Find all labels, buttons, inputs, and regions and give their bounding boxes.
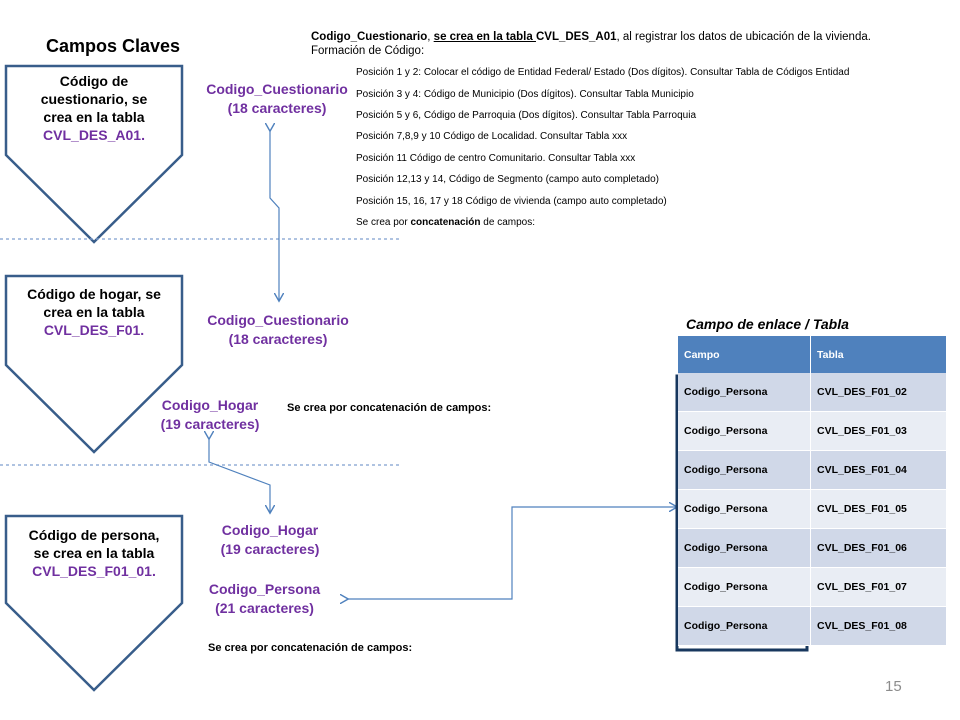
position-line: Posición 11 Código de centro Comunitario… <box>356 153 636 164</box>
cell-tabla: CVL_DES_F01_06 <box>810 528 946 568</box>
field-size: (18 caracteres) <box>228 331 328 347</box>
desc-sep: , <box>427 31 434 43</box>
table-header-row: Campo Tabla <box>678 336 946 373</box>
cell-tabla: CVL_DES_F01_08 <box>810 606 946 646</box>
connector-persona <box>347 507 676 599</box>
field-name: Codigo_Cuestionario <box>206 81 348 97</box>
cuestionario-description: Codigo_Cuestionario, se crea en la tabla… <box>311 30 911 58</box>
concat-note-persona: Se crea por concatenación de campos: <box>208 642 413 654</box>
concat-bold: concatenación <box>410 217 481 228</box>
cell-campo: Codigo_Persona <box>678 450 811 490</box>
desc-field: Codigo_Cuestionario <box>311 31 428 43</box>
field-size: (19 caracteres) <box>160 416 260 432</box>
column-header-campo: Campo <box>678 336 811 373</box>
position-line: Posición 15, 16, 17 y 18 Código de vivie… <box>356 196 667 207</box>
field-cuestionario-top: Codigo_Cuestionario (18 caracteres) <box>182 80 372 118</box>
shape-cuestionario <box>4 64 184 244</box>
cell-campo: Codigo_Persona <box>678 567 811 607</box>
desc-table: CVL_DES_A01 <box>535 31 617 43</box>
column-header-tabla: Tabla <box>810 336 946 373</box>
shape-line: se crea en la tabla <box>33 545 155 561</box>
field-name: Codigo_Persona <box>208 581 321 597</box>
concat-suffix: de campos: <box>480 217 535 228</box>
link-table-title: Campo de enlace / Tabla <box>686 316 849 332</box>
shape-table-name: CVL_DES_F01. <box>43 322 145 338</box>
shape-persona-label: Código de persona, se crea en la tabla C… <box>10 526 178 580</box>
table-row: Codigo_Persona CVL_DES_F01_05 <box>678 489 946 529</box>
cell-campo: Codigo_Persona <box>678 528 811 568</box>
table-row: Codigo_Persona CVL_DES_F01_04 <box>678 450 946 490</box>
concat-prefix: Se crea por <box>356 217 411 228</box>
field-name: Codigo_Hogar <box>221 522 319 538</box>
position-line: Posición 7,8,9 y 10 Código de Localidad.… <box>356 131 628 142</box>
cell-tabla: CVL_DES_F01_04 <box>810 450 946 490</box>
table-row: Codigo_Persona CVL_DES_F01_08 <box>678 606 946 646</box>
cell-tabla: CVL_DES_F01_03 <box>810 411 946 451</box>
position-line: Posición 5 y 6, Código de Parroquia (Dos… <box>356 110 696 121</box>
field-name: Codigo_Hogar <box>161 397 259 413</box>
field-size: (18 caracteres) <box>227 100 327 116</box>
table-row: Codigo_Persona CVL_DES_F01_06 <box>678 528 946 568</box>
desc-underlined: se crea en la tabla <box>433 31 536 43</box>
shape-cuestionario-label: Código de cuestionario, se crea en la ta… <box>14 72 174 144</box>
table-row: Codigo_Persona CVL_DES_F01_07 <box>678 567 946 607</box>
shape-line: Código de persona, <box>28 527 160 543</box>
shape-line: Código de hogar, se <box>27 286 161 302</box>
position-line: Posición 12,13 y 14, Código de Segmento … <box>356 174 659 185</box>
concat-note-cuestionario: Se crea por concatenación de campos: <box>356 217 535 229</box>
position-line: Posición 1 y 2: Colocar el código de Ent… <box>356 67 850 78</box>
shape-line: crea en la tabla <box>43 109 145 125</box>
table-row: Codigo_Persona CVL_DES_F01_03 <box>678 411 946 451</box>
cell-tabla: CVL_DES_F01_07 <box>810 567 946 607</box>
field-hogar-low: Codigo_Hogar (19 caracteres) <box>200 521 340 559</box>
link-table: Campo Tabla Codigo_Persona CVL_DES_F01_0… <box>678 336 946 646</box>
cell-tabla: CVL_DES_F01_02 <box>810 373 946 412</box>
shape-table-name: CVL_DES_F01_01. <box>32 563 156 579</box>
field-size: (19 caracteres) <box>220 541 320 557</box>
position-line: Posición 3 y 4: Código de Municipio (Dos… <box>356 89 694 100</box>
shape-hogar-label: Código de hogar, se crea en la tabla CVL… <box>10 285 178 339</box>
page-number: 15 <box>885 678 902 695</box>
field-name: Codigo_Cuestionario <box>207 312 349 328</box>
cell-campo: Codigo_Persona <box>678 606 811 646</box>
shape-line: Código de <box>59 73 129 89</box>
cell-campo: Codigo_Persona <box>678 373 811 412</box>
cell-campo: Codigo_Persona <box>678 411 811 451</box>
cell-campo: Codigo_Persona <box>678 489 811 529</box>
shape-line: crea en la tabla <box>43 304 145 320</box>
cell-tabla: CVL_DES_F01_05 <box>810 489 946 529</box>
connector-hogar <box>209 438 270 512</box>
desc-rest: , al registrar los datos de ubicación de… <box>311 31 871 57</box>
connector-cuestionario <box>270 130 279 300</box>
shape-line: cuestionario, se <box>40 91 148 107</box>
shape-hogar <box>4 274 184 454</box>
concat-note-hogar: Se crea por concatenación de campos: <box>287 402 492 414</box>
table-row: Codigo_Persona CVL_DES_F01_02 <box>678 373 946 412</box>
field-size: (21 caracteres) <box>215 600 314 616</box>
shape-table-name: CVL_DES_A01. <box>43 127 145 143</box>
field-hogar-mid: Codigo_Hogar (19 caracteres) <box>140 396 280 434</box>
page-title: Campos Claves <box>46 36 181 56</box>
shape-persona <box>4 514 184 692</box>
field-cuestionario-mid: Codigo_Cuestionario (18 caracteres) <box>183 311 373 349</box>
field-persona: Codigo_Persona (21 caracteres) <box>192 580 337 618</box>
